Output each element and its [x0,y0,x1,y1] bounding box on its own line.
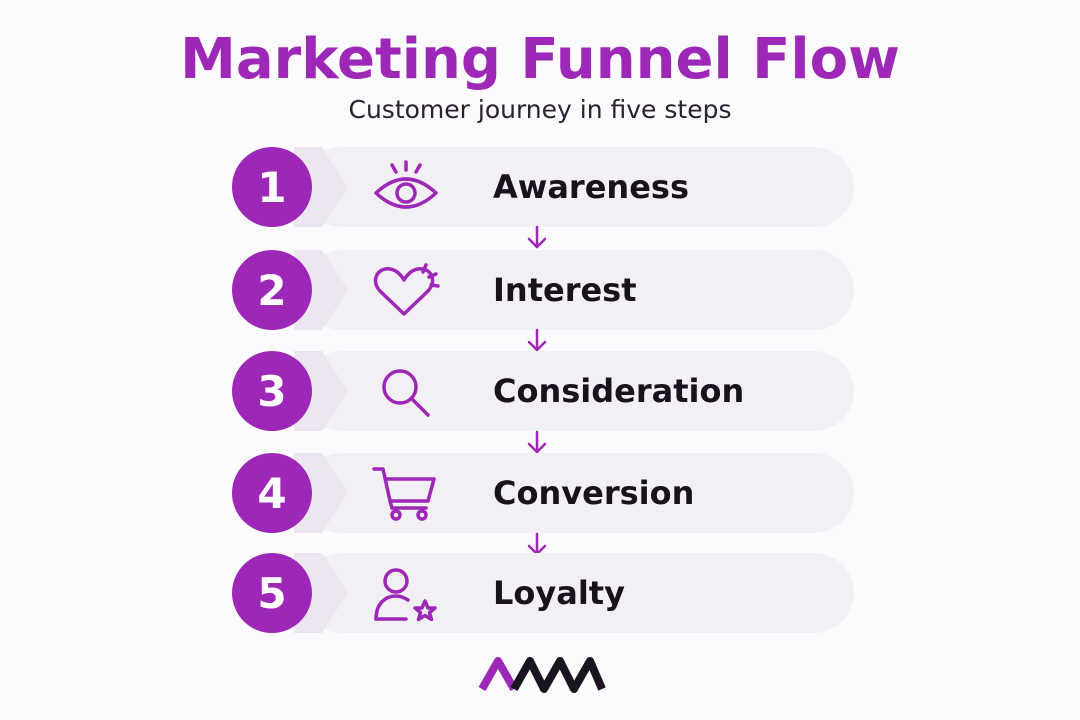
chevron-shape [294,250,348,330]
chevron-shape [294,553,348,633]
step-band [302,250,854,330]
chevron-shape [294,453,348,533]
funnel-step-conversion: 4 Conversion [232,453,854,533]
down-arrow-icon [527,328,547,352]
step-number-badge: 1 [232,147,312,227]
step-label: Interest [493,271,637,309]
step-number-badge: 2 [232,250,312,330]
funnel-step-awareness: 1 Awareness [232,147,854,227]
funnel-step-loyalty: 5 Loyalty [232,553,854,633]
step-label: Conversion [493,474,695,512]
step-band [302,351,854,431]
cart-icon [372,467,436,521]
step-number-badge: 3 [232,351,312,431]
step-band [302,147,854,227]
step-label: Awareness [493,168,689,206]
heart-icon [373,263,440,316]
funnel-step-interest: 2 Interest [232,250,854,330]
step-number-badge: 5 [232,553,312,633]
down-arrow-icon [527,225,547,249]
funnel-step-consideration: 3 Consideration [232,351,854,431]
eye-icon [374,160,438,209]
chevron-shape [294,351,348,431]
step-label: Loyalty [493,574,625,612]
step-label: Consideration [493,372,745,410]
step-number-badge: 4 [232,453,312,533]
page-subtitle: Customer journey in five steps [348,95,732,124]
down-arrow-icon [527,430,547,454]
magnifier-icon [382,369,430,417]
page-title: Marketing Funnel Flow [180,27,900,92]
chevron-shape [294,147,348,227]
user-star-icon [374,568,437,621]
brand-logo [478,657,606,693]
